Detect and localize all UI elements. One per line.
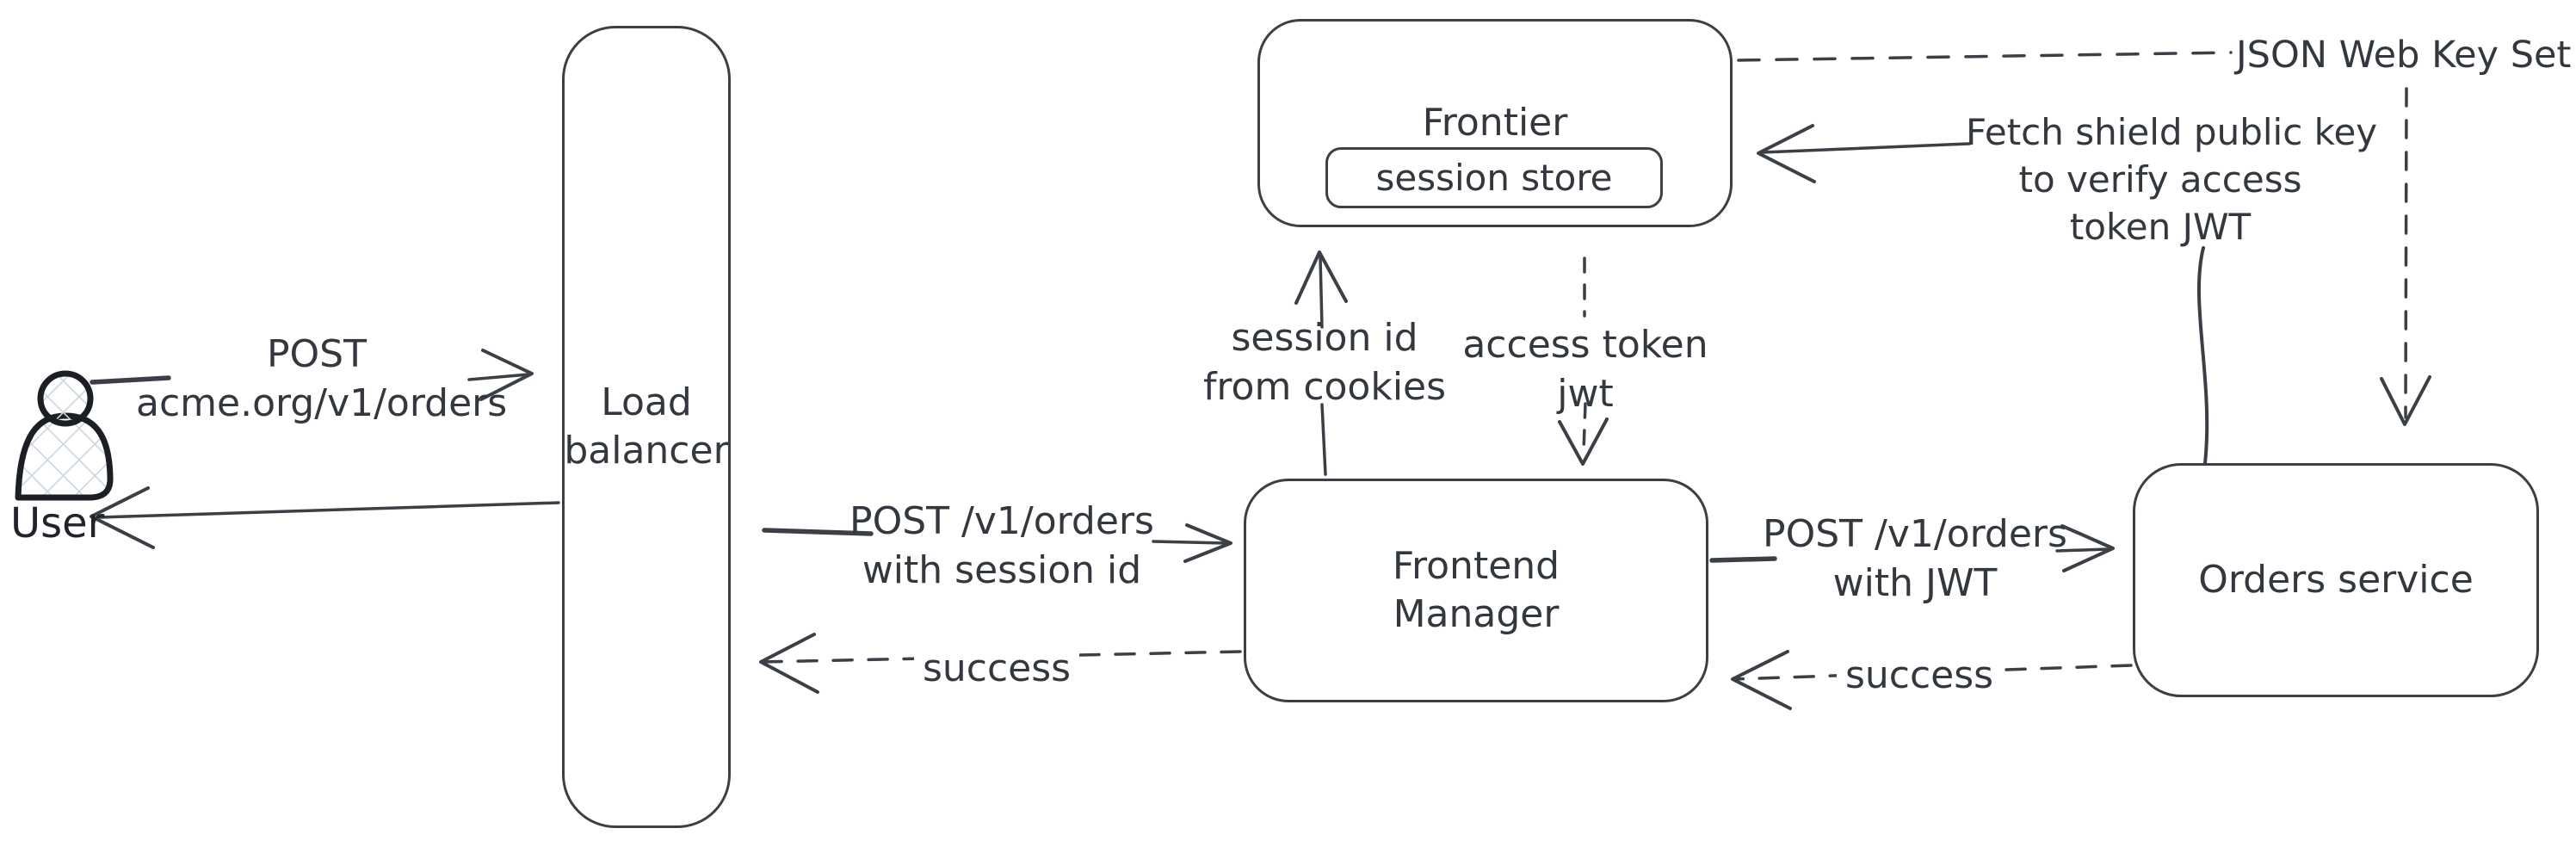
arrow-fm-to-frontier-low [1320, 403, 1327, 476]
arrow-jwks-to-orders-head [2380, 375, 2431, 426]
edge-label-post-session-line1: POST /v1/orders [849, 499, 1154, 543]
frontier-label: Frontier [1422, 101, 1568, 145]
arrow-fm-to-lb-success-line [761, 650, 1242, 664]
edge-label-access-token-line2: jwt [1557, 372, 1614, 416]
arrow-frontier-to-fm-low [1582, 402, 1587, 453]
line-frontier-to-jwks [1737, 51, 2233, 62]
arrow-fetch-key-head [1757, 124, 1816, 183]
edge-label-success-right: success [1825, 651, 2014, 700]
frontend-manager-label-line2: Manager [1393, 592, 1560, 636]
session-store-label: session store [1375, 156, 1613, 199]
edge-label-post-session-line2: with session id [862, 548, 1142, 592]
arrow-fm-to-orders-stub [1709, 556, 1777, 563]
edge-label-post-acme-line2: acme.org/v1/orders [136, 381, 508, 425]
load-balancer-label-line1: Load [601, 380, 692, 424]
edge-label-post-jwt: POST /v1/orders with JWT [1739, 510, 2091, 608]
arrow-fm-to-orders-head [2060, 524, 2115, 572]
edge-label-session-id-cookies: session id from cookies [1152, 313, 1497, 411]
edge-label-success-left-text: success [913, 646, 1080, 690]
jwks-label: JSON Web Key Set [2236, 34, 2572, 77]
edge-label-post-session-id: POST /v1/orders with session id [826, 497, 1177, 595]
edge-label-session-id-line2: from cookies [1202, 365, 1447, 409]
edge-label-post-acme: POST acme.org/v1/orders [136, 330, 508, 428]
arrow-fetch-key-line [1761, 142, 1971, 154]
edge-label-post-jwt-line2: with JWT [1832, 561, 1998, 605]
edge-label-success-right-text: success [1836, 653, 2003, 697]
arrow-lb-to-fm-line [1152, 540, 1227, 545]
arrow-fm-to-frontier-high [1319, 256, 1324, 329]
load-balancer-node: Load balancer [562, 26, 731, 828]
session-store-node: session store [1325, 147, 1663, 208]
user-actor-icon [15, 370, 114, 501]
frontier-node: Frontier session store [1257, 19, 1733, 227]
arrow-fm-to-lb-success-head [759, 633, 819, 694]
arrow-lb-to-user-head [90, 486, 155, 549]
arrow-user-to-lb-head [479, 349, 534, 401]
edge-label-fetch-line1: Fetch shield public key [1966, 111, 2378, 153]
orders-service-node: Orders service [2133, 463, 2539, 697]
arrow-frontier-to-fm-head [1558, 417, 1609, 466]
arrow-fm-to-orders-line [2055, 547, 2109, 553]
arrow-user-to-lb-stub [90, 375, 171, 385]
edge-label-post-acme-line1: POST [267, 332, 367, 376]
edge-label-fetch-public-key: Fetch shield public key to verify access… [1966, 108, 2378, 250]
arrow-fetch-key-curve [2196, 246, 2209, 465]
arrow-orders-to-fm-success-head [1731, 650, 1792, 710]
arrow-user-to-lb-line [467, 373, 530, 381]
user-label: User [10, 499, 105, 547]
arrow-lb-to-user-line [98, 501, 560, 519]
frontend-manager-node: Frontend Manager [1244, 479, 1708, 702]
edge-label-access-token-line1: access token [1462, 323, 1708, 367]
user-body-shape [15, 412, 114, 501]
load-balancer-label-line2: balancer [564, 429, 729, 473]
edge-label-post-jwt-line1: POST /v1/orders [1763, 512, 2067, 556]
frontend-manager-label-line1: Frontend [1392, 544, 1560, 588]
edge-label-fetch-line3: token JWT [2069, 206, 2252, 248]
edge-label-session-id-line1: session id [1231, 316, 1418, 360]
arrow-lb-to-fm-head [1183, 523, 1232, 563]
edge-label-success-left: success [902, 644, 1091, 693]
edge-label-access-token-jwt: access token jwt [1413, 320, 1757, 418]
arrow-fm-to-frontier-head [1294, 250, 1348, 305]
user-head-shape [37, 370, 94, 427]
orders-service-label: Orders service [2198, 558, 2474, 602]
arrow-orders-to-fm-success-line [1733, 664, 2133, 681]
arrow-lb-to-fm-stub [762, 528, 874, 536]
edge-label-fetch-line2: to verify access [2018, 158, 2302, 201]
